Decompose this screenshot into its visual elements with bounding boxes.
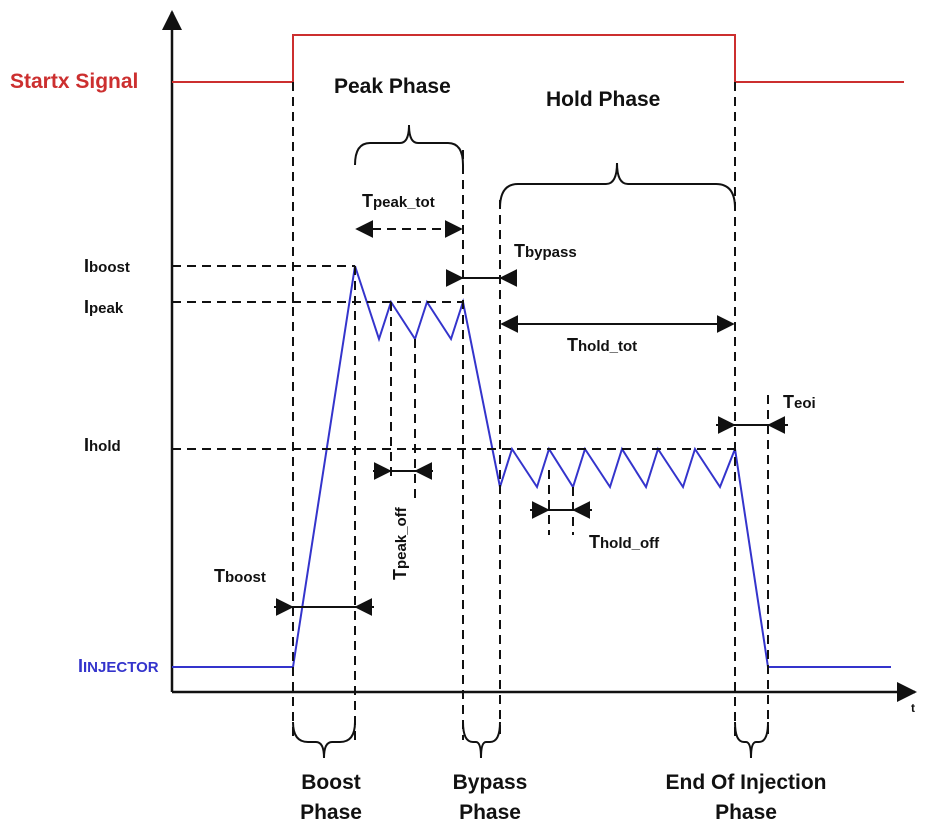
teoi-label: Teoi: [783, 392, 816, 412]
iboost-label: Iboost: [84, 256, 130, 276]
eoi-phase-brace: [734, 721, 769, 759]
time-axis-label: t: [911, 701, 915, 715]
startx-signal-waveform: [172, 34, 904, 83]
hold-phase-brace: [499, 162, 736, 209]
ihold-label: Ihold: [84, 435, 121, 455]
startx-signal-label: Startx Signal: [10, 70, 138, 93]
boost-phase-brace: [292, 721, 356, 759]
ipeak-label: Ipeak: [84, 297, 124, 317]
peak-phase-label: Peak Phase: [334, 75, 451, 98]
boost-phase-label: Boost: [301, 771, 361, 794]
thold-off-label: Thold_off: [589, 532, 660, 552]
bypass-phase-brace: [462, 721, 501, 759]
bypass-phase-label-2: Phase: [459, 801, 521, 824]
boost-phase-label-2: Phase: [300, 801, 362, 824]
injector-current-label: IINJECTOR: [78, 656, 159, 676]
tpeak-off-label: Tpeak_off: [390, 506, 410, 580]
tpeak-tot-label: Tpeak_tot: [362, 191, 435, 211]
peak-phase-brace: [354, 124, 464, 166]
tboost-label: Tboost: [214, 566, 266, 586]
hold-phase-label: Hold Phase: [546, 88, 660, 111]
bypass-phase-label: Bypass: [453, 771, 528, 794]
eoi-phase-label-2: Phase: [715, 801, 777, 824]
tbypass-label: Tbypass: [514, 241, 577, 261]
thold-tot-label: Thold_tot: [567, 335, 637, 355]
eoi-phase-label: End Of Injection: [666, 771, 827, 794]
